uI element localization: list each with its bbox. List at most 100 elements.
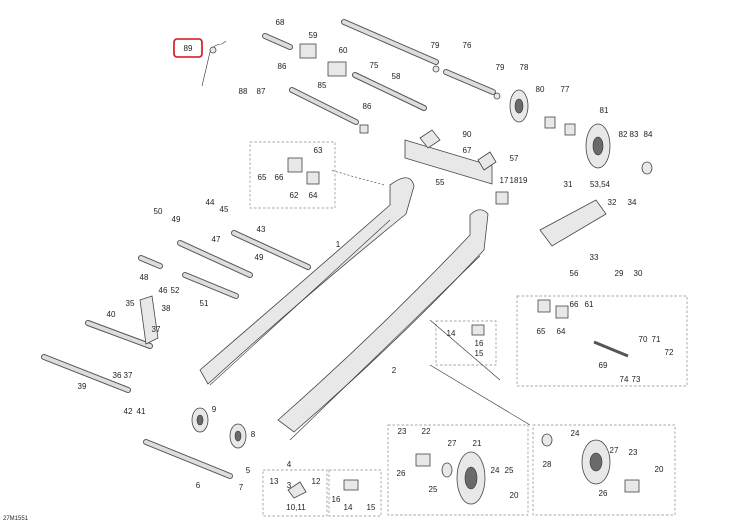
group-box-small-parts-left (262, 469, 328, 517)
shaft-76 (341, 19, 439, 65)
callout-label: 38 (162, 304, 171, 313)
callout-label: 29 (615, 269, 624, 278)
rail-2 (277, 209, 489, 433)
callout-label: 78 (520, 63, 529, 72)
callout-label: 4 (287, 460, 292, 469)
callout-label: 37 (152, 325, 161, 334)
hub-22b (624, 479, 640, 493)
callout-label: 42 (124, 407, 133, 416)
shaft-85 (289, 87, 359, 125)
callout-label: 58 (392, 72, 401, 81)
callout-label: 71 (652, 335, 661, 344)
hub-22 (415, 453, 431, 467)
bushing-86 (359, 124, 369, 134)
callout-label: 24 (491, 466, 500, 475)
callout-label: 33 (590, 253, 599, 262)
callout-label: 79 (431, 41, 440, 50)
callout-label: 14 (447, 329, 456, 338)
callout-label: 23 (629, 448, 638, 457)
callout-label: 46 (159, 286, 168, 295)
wheel-9b (229, 423, 247, 449)
callout-label: 66 (275, 173, 284, 182)
callout-label: 16 (332, 495, 341, 504)
callout-label: 16 (475, 339, 484, 348)
callout-label: 57 (510, 154, 519, 163)
rail-1 (199, 177, 415, 385)
shaft-40 (85, 320, 153, 349)
callout-label: 9 (212, 405, 217, 414)
callout-label: 64 (557, 327, 566, 336)
callout-label: 75 (370, 61, 379, 70)
callout-label: 63 (314, 146, 323, 155)
callout-label: 65 (537, 327, 546, 336)
shaft-47 (177, 240, 253, 278)
callout-label: 3 (287, 481, 292, 490)
wheel-78 (509, 89, 529, 123)
group-box-idler-right (516, 295, 688, 387)
wheel-81 (585, 123, 611, 169)
callout-label: 27 (610, 446, 619, 455)
callout-label: 5 (246, 466, 251, 475)
callout-label: 85 (318, 81, 327, 90)
callout-label: 86 (363, 102, 372, 111)
callout-label: 25 (429, 485, 438, 494)
roller-62 (287, 157, 303, 173)
callout-label: 64 (309, 191, 318, 200)
callout-label: 53,54 (590, 180, 611, 189)
roller-64 (306, 171, 320, 185)
shaft-43 (231, 230, 311, 270)
callout-label: 49 (172, 215, 181, 224)
wheel-9a (191, 407, 209, 433)
crossbar-bracket-a (419, 129, 441, 149)
callout-label: 56 (570, 269, 579, 278)
shaft-58 (352, 72, 427, 111)
callout-label: 67 (463, 146, 472, 155)
callout-label: 80 (536, 85, 545, 94)
rail-1-edge (209, 219, 391, 386)
callout-label: 83 (630, 130, 639, 139)
highlight-box (173, 38, 203, 58)
bracket-13 (287, 481, 307, 499)
callout-label: 15 (367, 503, 376, 512)
shaft-76b (443, 69, 496, 95)
callout-label: 81 (600, 106, 609, 115)
wheel-21 (456, 451, 486, 505)
spring-coil (209, 46, 217, 54)
arm-35 (139, 295, 159, 345)
group-box-rollers-top (249, 141, 336, 209)
bolt-69 (593, 340, 629, 358)
callout-label: 20 (510, 491, 519, 500)
callout-label: 27 (448, 439, 457, 448)
callout-label: 70 (639, 335, 648, 344)
block-14 (471, 324, 485, 336)
leader-1 (329, 169, 385, 186)
leader-3 (429, 364, 531, 426)
bearing-80 (544, 116, 556, 129)
callout-label: 88 (239, 87, 248, 96)
callout-label: 13 (270, 477, 279, 486)
block-14-bottom (343, 479, 359, 491)
callout-label: 48 (140, 273, 149, 282)
callout-label: 39 (78, 382, 87, 391)
callout-label: 20 (655, 465, 664, 474)
callout-label: 43 (257, 225, 266, 234)
callout-label: 52 (171, 286, 180, 295)
callout-label: 6 (196, 481, 201, 490)
callout-label: 8 (251, 430, 256, 439)
group-box-small-parts-right (328, 469, 382, 517)
callout-label: 17 (500, 176, 509, 185)
callout-label: 84 (644, 130, 653, 139)
drawing-code: 27M1551 (3, 516, 29, 522)
callout-label: 65 (258, 173, 267, 182)
callout-label: 18 (510, 176, 519, 185)
group-box-wheel-bottom-center (387, 424, 529, 516)
callout-label: 79 (496, 63, 505, 72)
callout-label: 31 (564, 180, 573, 189)
callout-label: 32 (608, 198, 617, 207)
roller-64-right (537, 299, 551, 313)
bearing-59 (299, 43, 317, 59)
callout-label: 24 (571, 429, 580, 438)
shaft-6 (143, 439, 233, 479)
